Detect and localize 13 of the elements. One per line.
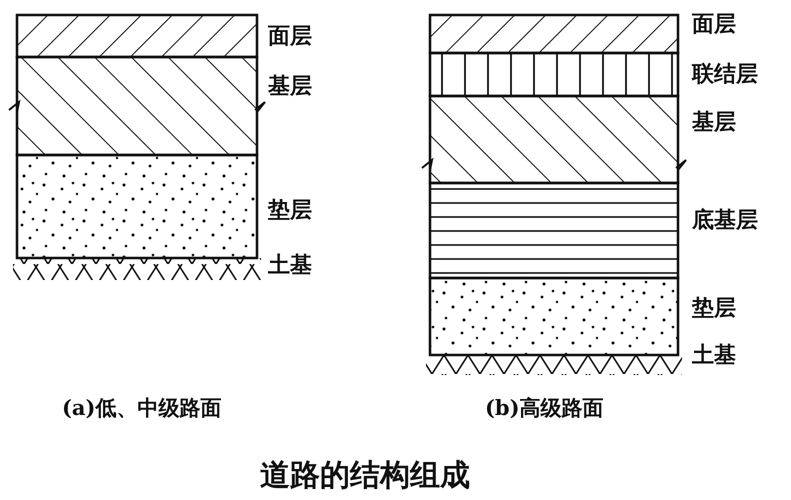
layer-label: 垫层 bbox=[268, 198, 312, 222]
layer-label: 面层 bbox=[268, 24, 312, 48]
layer-label: 土基 bbox=[268, 253, 312, 278]
layer-label: 垫层 bbox=[692, 296, 736, 320]
layer-label: 基层 bbox=[268, 74, 312, 98]
layer-label: 面层 bbox=[692, 12, 736, 36]
figure-caption: (b)高级路面 bbox=[485, 396, 604, 420]
figure-caption: (a)低、中级路面 bbox=[62, 396, 222, 420]
layer-label: 土基 bbox=[692, 343, 736, 368]
layer-label: 底基层 bbox=[692, 208, 758, 232]
layer-label: 基层 bbox=[692, 110, 736, 134]
layer-label: 联结层 bbox=[692, 62, 758, 86]
diagram-title: 道路的结构组成 bbox=[259, 457, 471, 495]
